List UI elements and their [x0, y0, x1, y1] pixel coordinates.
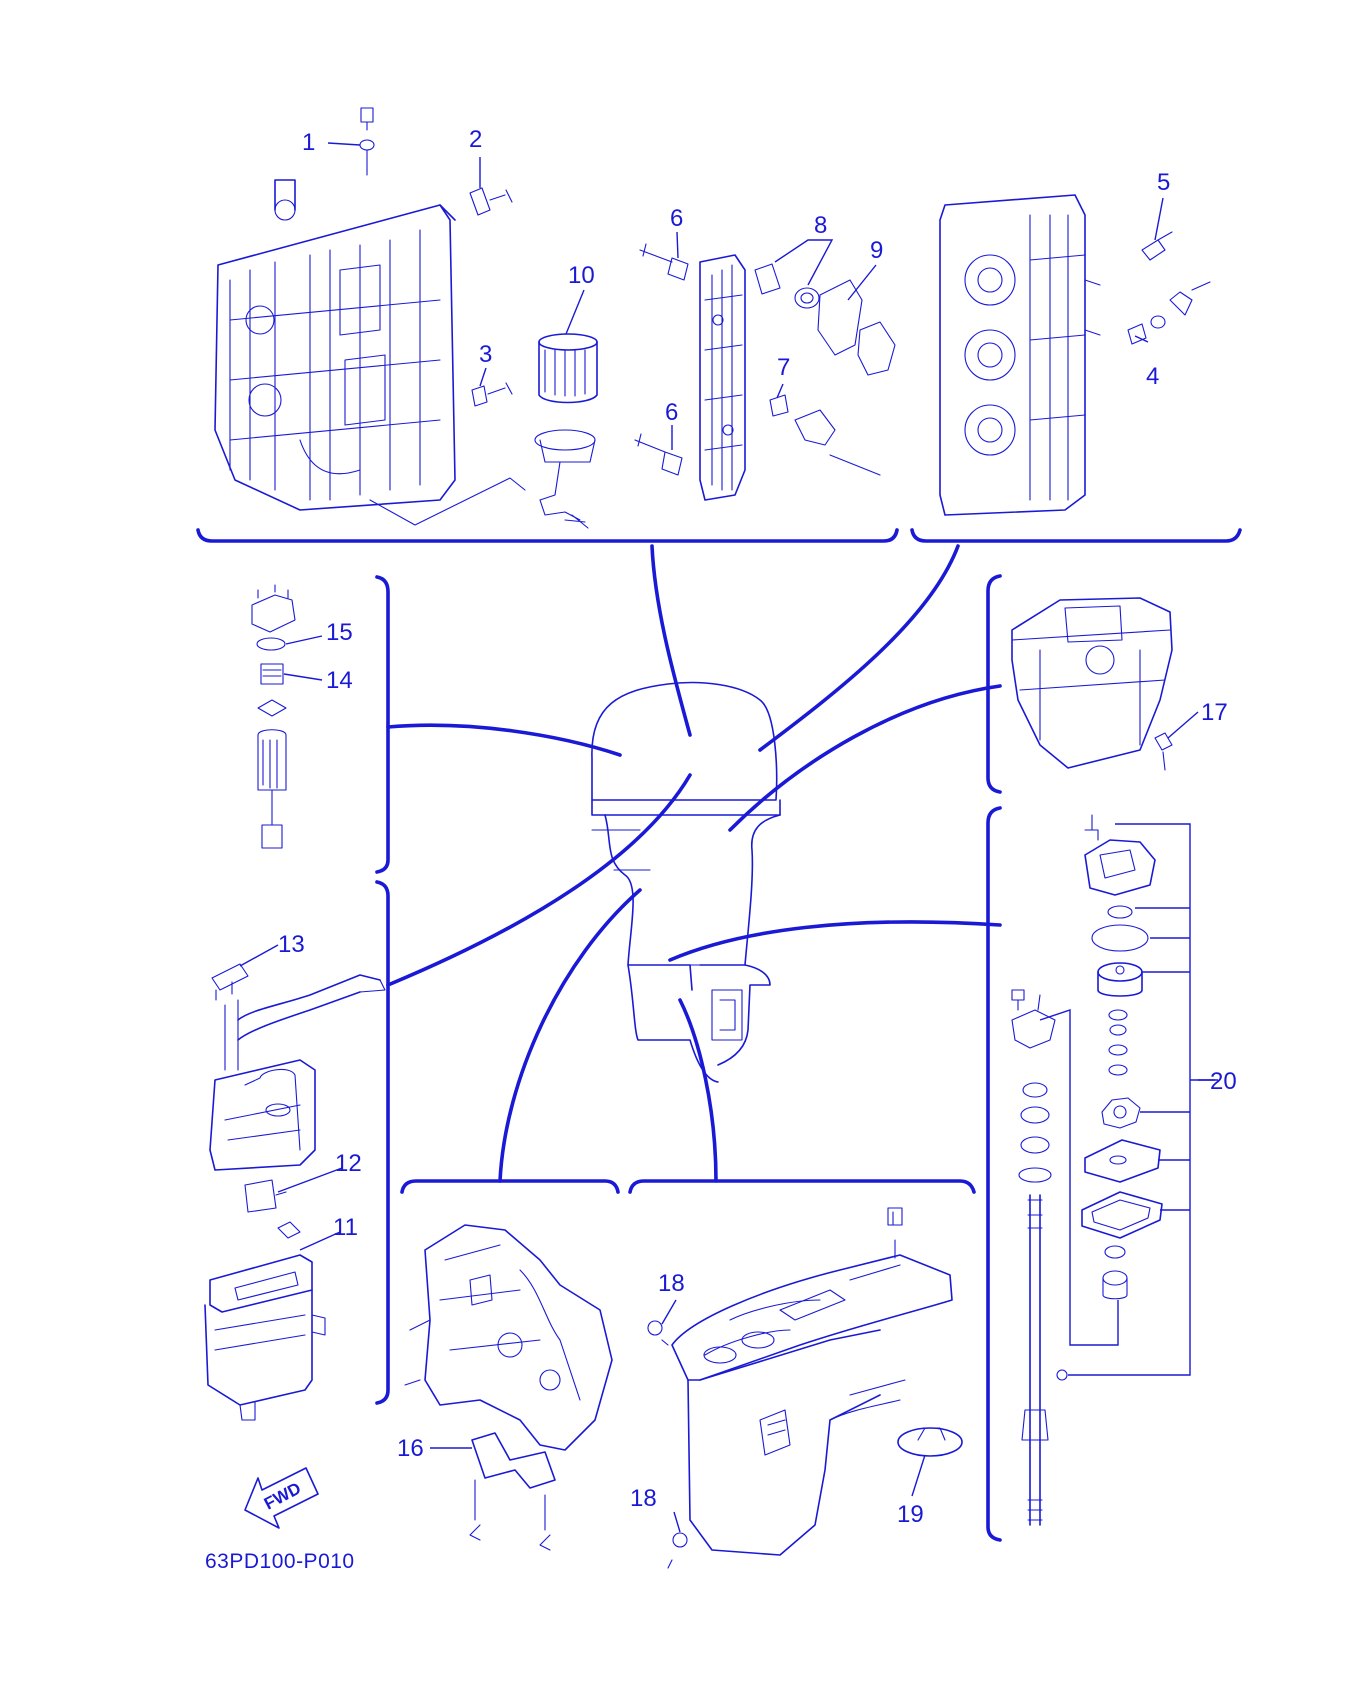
connector-lines	[386, 544, 1002, 1183]
callout-18: 18	[658, 1270, 685, 1297]
callout-16: 16	[397, 1435, 424, 1462]
diagram-code: 63PD100-P010	[205, 1550, 355, 1573]
steering-bracket-drawing	[404, 1224, 613, 1551]
callout-11: 11	[333, 1214, 358, 1241]
bottom-cowling-drawing	[1011, 597, 1173, 771]
fwd-label: FWD	[261, 1479, 304, 1514]
callout-4: 4	[1146, 363, 1159, 390]
callout-12: 12	[335, 1150, 362, 1177]
exhaust-cover-drawing	[634, 243, 896, 501]
cylinder-block-drawing	[214, 107, 526, 526]
callout-19: 19	[897, 1501, 924, 1528]
callout-9: 9	[870, 237, 883, 264]
callout-6: 6	[670, 205, 683, 232]
cylinder-head-drawing	[939, 194, 1211, 516]
fuel-filter-drawing	[251, 584, 296, 849]
callout-6-lower: 6	[665, 399, 678, 426]
callout-5: 5	[1157, 169, 1170, 196]
water-pump-driveshaft-drawing	[1011, 814, 1218, 1526]
lower-unit-drawing	[647, 1207, 963, 1569]
callout-10: 10	[568, 262, 595, 289]
callout-13: 13	[278, 931, 305, 958]
leader-lines	[239, 142, 1215, 1533]
callout-14: 14	[326, 667, 353, 694]
callout-18-lower: 18	[630, 1485, 657, 1512]
callout-1: 1	[302, 129, 315, 156]
callout-7: 7	[777, 354, 790, 381]
group-brackets	[196, 528, 1242, 1542]
outboard-motor-silhouette	[591, 681, 781, 1083]
callout-17: 17	[1201, 699, 1228, 726]
callout-20: 20	[1210, 1068, 1237, 1095]
oil-filter-drawing	[534, 333, 598, 529]
vapor-separator-drawing	[204, 963, 386, 1421]
callout-2: 2	[469, 126, 482, 153]
fwd-arrow: FWD	[244, 1467, 319, 1529]
callout-3: 3	[479, 341, 492, 368]
callout-15: 15	[326, 619, 353, 646]
callout-labels: 1 2 3 4 5 6 6 7 8 9 10 11 12 13 14 15 16…	[278, 126, 1237, 1528]
callout-8: 8	[814, 212, 827, 239]
